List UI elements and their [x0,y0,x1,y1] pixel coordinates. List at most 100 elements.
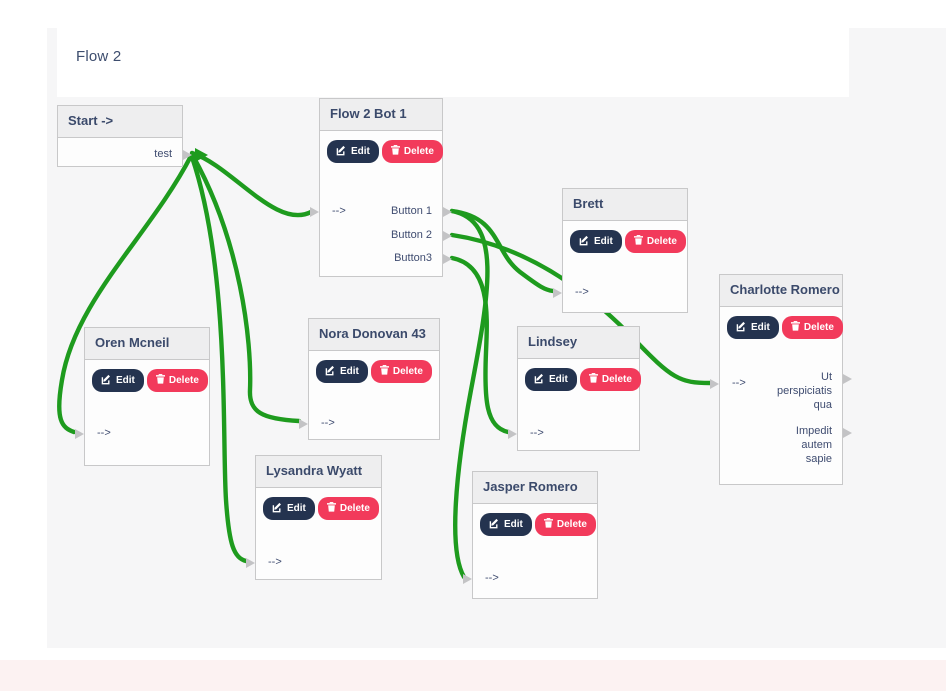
delete-button[interactable]: Delete [579,368,641,391]
trash-icon [155,374,165,387]
port-label: --> [321,417,335,429]
connection-bot-button1-to-brett-in[interactable] [449,208,556,294]
connection-start-test-to-nora-in[interactable] [190,153,302,424]
node-title[interactable]: Lysandra Wyatt [256,456,381,488]
port-label: --> [732,377,746,389]
output-port-triangle-icon[interactable] [843,428,852,438]
delete-button-label: Delete [403,146,434,157]
node-title[interactable]: Nora Donovan 43 [309,319,439,351]
connection-bot-button1-to-jasper-in[interactable] [449,208,490,580]
connection-start-test-to-bot-in[interactable] [189,150,314,218]
output-port-triangle-icon[interactable] [443,254,452,264]
input-port-triangle-icon[interactable] [299,419,308,429]
edit-pencil-icon [101,374,112,388]
node-actions: Edit Delete [320,131,443,172]
edit-button-label: Edit [751,322,770,333]
port-label: --> [530,427,544,439]
page-header: Flow 2 [57,28,849,97]
connection-start-test-to-lysandra-in[interactable] [189,154,249,564]
edit-button[interactable]: Edit [570,230,622,253]
edit-button-label: Edit [116,375,135,386]
node-actions: Edit Delete [256,488,381,529]
port-label: Button3 [394,252,432,264]
bottom-band [0,660,946,691]
edit-button[interactable]: Edit [480,513,532,536]
trash-icon [588,373,598,386]
node-title[interactable]: Brett [563,189,687,221]
input-port-triangle-icon[interactable] [710,379,719,389]
connection-start-test-to-oren-in[interactable] [57,153,194,435]
delete-button-label: Delete [601,374,632,385]
connection-bot-button2-to-charlotte-in[interactable] [449,232,713,386]
edit-pencil-icon [272,502,283,516]
input-port-triangle-icon[interactable] [246,558,255,568]
edit-button[interactable]: Edit [263,497,315,520]
edit-button-label: Edit [287,503,306,514]
delete-button[interactable]: Delete [370,360,432,383]
trash-icon [379,365,389,378]
trash-icon [633,235,643,248]
trash-icon [790,321,800,334]
edit-pencil-icon [325,365,336,379]
input-port-triangle-icon[interactable] [463,574,472,584]
trash-icon [390,145,400,158]
port-label: test [154,148,172,160]
delete-button[interactable]: Delete [381,140,443,163]
node-title[interactable]: Lindsey [518,327,639,359]
output-port-triangle-icon[interactable] [443,207,452,217]
edit-button[interactable]: Edit [92,369,144,392]
trash-icon [543,518,553,531]
trash-icon [326,502,336,515]
page-title: Flow 2 [76,48,122,65]
edit-button[interactable]: Edit [727,316,779,339]
port-label: Button 1 [391,205,432,217]
node-title[interactable]: Jasper Romero [473,472,597,504]
delete-button[interactable]: Delete [624,230,686,253]
edit-pencil-icon [534,373,545,387]
edit-button[interactable]: Edit [316,360,368,383]
port-label: --> [485,572,499,584]
edit-pencil-icon [736,321,747,335]
edit-button-label: Edit [351,146,370,157]
delete-button-label: Delete [339,503,370,514]
output-port-triangle-icon[interactable] [443,231,452,241]
connection-bot-button3-to-lindsey-in[interactable] [449,255,511,435]
delete-button[interactable]: Delete [146,369,208,392]
port-label: --> [332,205,346,217]
delete-button[interactable]: Delete [781,316,843,339]
node-title[interactable]: Flow 2 Bot 1 [320,99,442,131]
node-title[interactable]: Charlotte Romero [720,275,842,307]
edit-button[interactable]: Edit [327,140,379,163]
input-port-triangle-icon[interactable] [310,207,319,217]
edit-button[interactable]: Edit [525,368,577,391]
node-nora[interactable]: Nora Donovan 43 Edit Delete --> [299,318,440,440]
output-port-triangle-icon[interactable] [183,150,192,160]
input-port-triangle-icon[interactable] [553,288,562,298]
port-label: --> [97,427,111,439]
connection-arrowhead-icon [195,148,208,162]
input-port-triangle-icon[interactable] [75,429,84,439]
output-port-triangle-icon[interactable] [843,374,852,384]
edit-button-label: Edit [340,366,359,377]
node-title[interactable]: Oren Mcneil [85,328,209,360]
delete-button[interactable]: Delete [317,497,379,520]
edit-pencil-icon [336,145,347,159]
delete-button[interactable]: Delete [534,513,596,536]
delete-button-label: Delete [168,375,199,386]
node-title[interactable]: Start -> [58,106,182,138]
edit-button-label: Edit [504,519,523,530]
input-port-triangle-icon[interactable] [508,429,517,439]
node-start[interactable]: Start -> test [57,105,192,167]
edit-pencil-icon [579,235,590,249]
